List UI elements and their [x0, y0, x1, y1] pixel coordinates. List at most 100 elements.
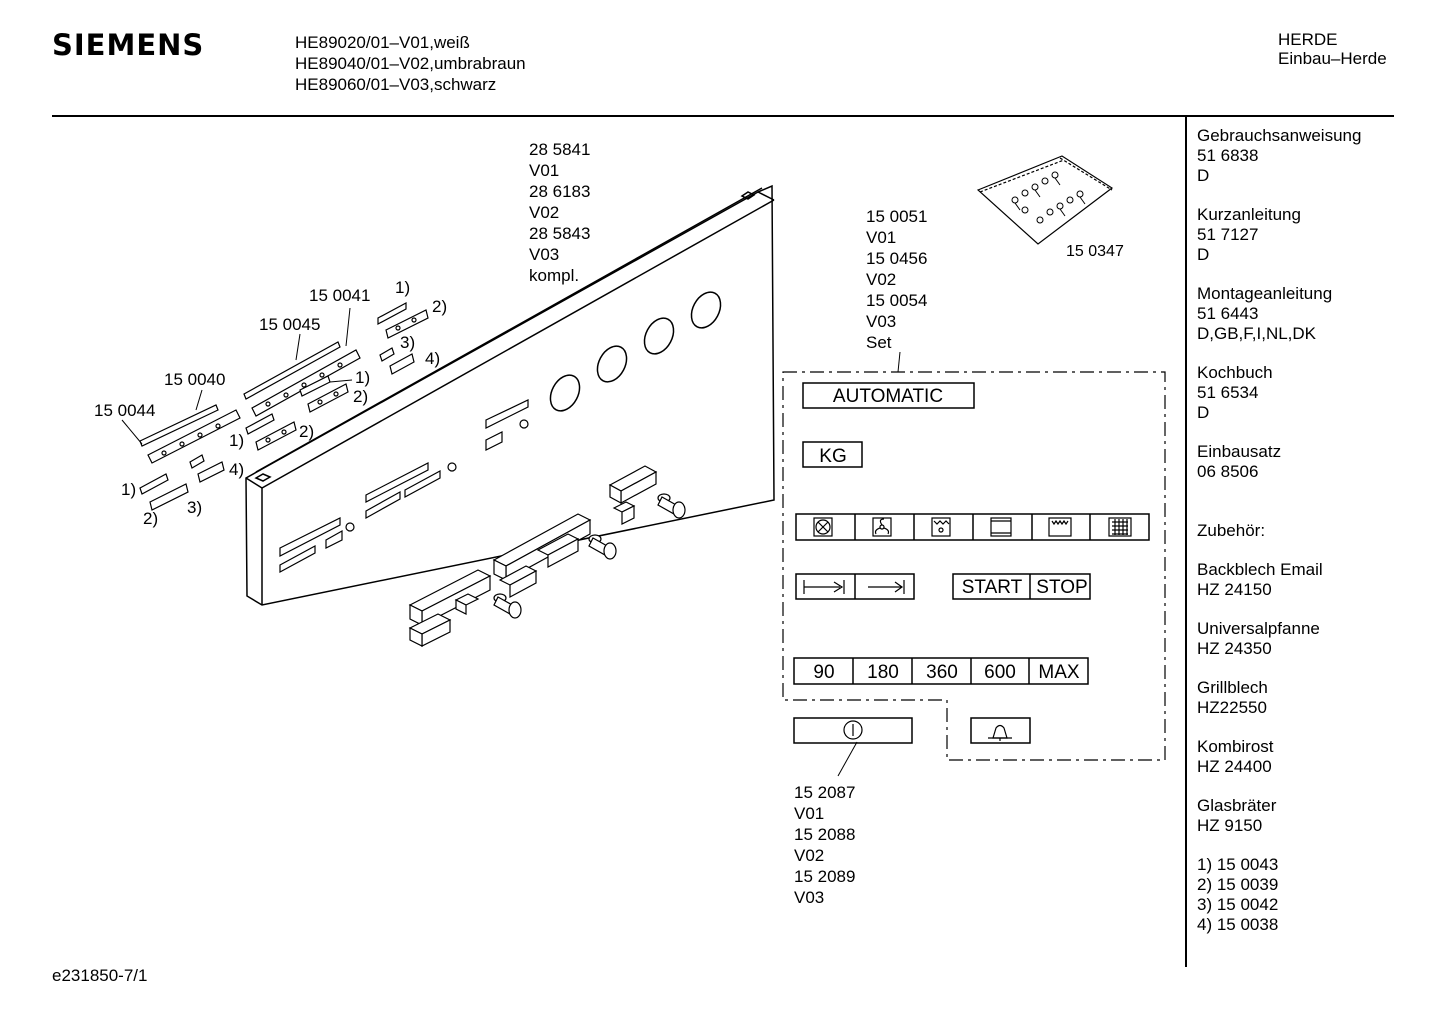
category-line: HERDE — [1278, 30, 1338, 49]
sidebar: Gebrauchsanweisung 51 6838 D Kurzanleitu… — [1197, 126, 1437, 935]
part-number: 15 0041 — [309, 286, 370, 305]
weight-label: KG — [819, 446, 846, 467]
part-number: 15 0054 — [866, 291, 927, 310]
start-label: START — [962, 577, 1023, 598]
callout: 3) — [400, 333, 415, 352]
header-divider — [52, 115, 1394, 117]
model-line: HE89020/01–V01,weiß — [295, 33, 470, 52]
part-number: 15 0040 — [164, 370, 225, 389]
power-level-label: 600 — [984, 662, 1016, 683]
accessory-number: HZ 9150 — [1197, 816, 1263, 835]
accessory-number: HZ 24400 — [1197, 757, 1272, 776]
footnote: 3) 15 0042 — [1197, 895, 1279, 914]
callout: 4) — [229, 460, 244, 479]
hot-air-icon — [813, 517, 833, 537]
variant-code: V01 — [866, 228, 896, 247]
accessory-number: HZ 24350 — [1197, 639, 1272, 658]
grill-icon — [1048, 517, 1072, 537]
accessory-entry: Backblech Email HZ 24150 — [1197, 560, 1437, 600]
part-number: 15 0456 — [866, 249, 927, 268]
footnote: 4) 15 0038 — [1197, 915, 1279, 934]
label-set-outline — [782, 371, 1166, 761]
part-number: 15 2087 — [794, 783, 855, 802]
document-title: Gebrauchsanweisung — [1197, 126, 1362, 145]
power-level-label: 180 — [867, 662, 899, 683]
knob-icon — [493, 593, 522, 619]
variant-code: V02 — [794, 846, 824, 865]
document-entry: Kochbuch 51 6534 D — [1197, 363, 1437, 423]
model-list: HE89020/01–V01,weiß HE89040/01–V02,umbra… — [295, 32, 526, 95]
document-entry: Montageanleitung 51 6443 D,GB,F,I,NL,DK — [1197, 284, 1437, 344]
knob-icon — [657, 493, 686, 519]
accessory-title: Glasbräter — [1197, 796, 1277, 815]
model-line: HE89060/01–V03,schwarz — [295, 75, 497, 94]
variant-code: V03 — [529, 245, 559, 264]
model-line: HE89040/01–V02,umbrabraun — [295, 54, 526, 73]
accessory-entry: Glasbräter HZ 9150 — [1197, 796, 1437, 836]
button-row-left — [408, 569, 492, 647]
screw-bag-icon — [976, 155, 1114, 245]
document-number: 51 6838 — [1197, 146, 1259, 165]
leader-lines — [121, 307, 901, 777]
brand-logo: SIEMENS — [52, 28, 205, 62]
accessory-title: Grillblech — [1197, 678, 1268, 697]
footnote: 1) 15 0043 — [1197, 855, 1279, 874]
exploded-parts-diagram: 28 5841 V01 28 6183 V02 28 5843 V03 komp… — [94, 140, 1166, 907]
drawing-code: e231850-7/1 — [52, 966, 148, 985]
variant-code: V02 — [529, 203, 559, 222]
variant-code: V03 — [794, 888, 824, 907]
button-row-middle — [492, 513, 592, 599]
part-note: kompl. — [529, 266, 579, 285]
top-bottom-heat-icon — [990, 517, 1012, 537]
callout: 3) — [187, 498, 202, 517]
power-level-label: 360 — [926, 662, 958, 683]
part-number: 15 2089 — [794, 867, 855, 886]
button-single — [608, 465, 658, 525]
power-icon — [843, 720, 863, 740]
trim-strips — [139, 301, 429, 511]
variant-code: V03 — [866, 312, 896, 331]
callout: 1) — [355, 368, 370, 387]
part-number: 15 0051 — [866, 207, 927, 226]
document-title: Einbausatz — [1197, 442, 1282, 461]
end-time-icon — [868, 580, 905, 594]
control-panel — [245, 184, 775, 606]
document-number: 51 6534 — [1197, 383, 1259, 402]
callout: 1) — [395, 278, 410, 297]
callout: 1) — [121, 480, 136, 499]
variant-code: V02 — [866, 270, 896, 289]
control-buttons — [408, 465, 686, 647]
accessories-heading: Zubehör: — [1197, 521, 1266, 540]
document-entry: Gebrauchsanweisung 51 6838 D — [1197, 126, 1437, 186]
accessory-entry: Grillblech HZ22550 — [1197, 678, 1437, 718]
callout: 2) — [353, 387, 368, 406]
accessory-title: Backblech Email — [1197, 560, 1323, 579]
full-grill-icon — [1108, 517, 1132, 537]
part-number: 15 0045 — [259, 315, 320, 334]
power-level-label: MAX — [1038, 662, 1080, 683]
footnote-list: 1) 15 0043 2) 15 0039 3) 15 0042 4) 15 0… — [1197, 855, 1437, 935]
duration-icon — [803, 580, 845, 594]
document-language: D — [1197, 403, 1210, 422]
accessory-entry: Kombirost HZ 24400 — [1197, 737, 1437, 777]
part-number: 28 5841 — [529, 140, 590, 159]
document-number: 51 6443 — [1197, 304, 1259, 323]
document-number: 06 8506 — [1197, 462, 1259, 481]
document-entry: Kurzanleitung 51 7127 D — [1197, 205, 1437, 265]
part-number: 28 5843 — [529, 224, 590, 243]
accessory-number: HZ22550 — [1197, 698, 1267, 717]
accessory-entry: Universalpfanne HZ 24350 — [1197, 619, 1437, 659]
variant-code: V01 — [529, 161, 559, 180]
callout: 1) — [229, 431, 244, 450]
document-number: 51 7127 — [1197, 225, 1259, 244]
document-title: Kurzanleitung — [1197, 205, 1301, 224]
document-language: D,GB,F,I,NL,DK — [1197, 324, 1317, 343]
document-language: D — [1197, 166, 1210, 185]
footnote: 2) 15 0039 — [1197, 875, 1279, 894]
part-number: 15 0044 — [94, 401, 155, 420]
sidebar-divider — [1185, 117, 1187, 967]
automatic-label: AUTOMATIC — [833, 386, 943, 407]
callout: 2) — [143, 509, 158, 528]
document-entry: Einbausatz 06 8506 — [1197, 442, 1437, 482]
callout: 2) — [432, 297, 447, 316]
